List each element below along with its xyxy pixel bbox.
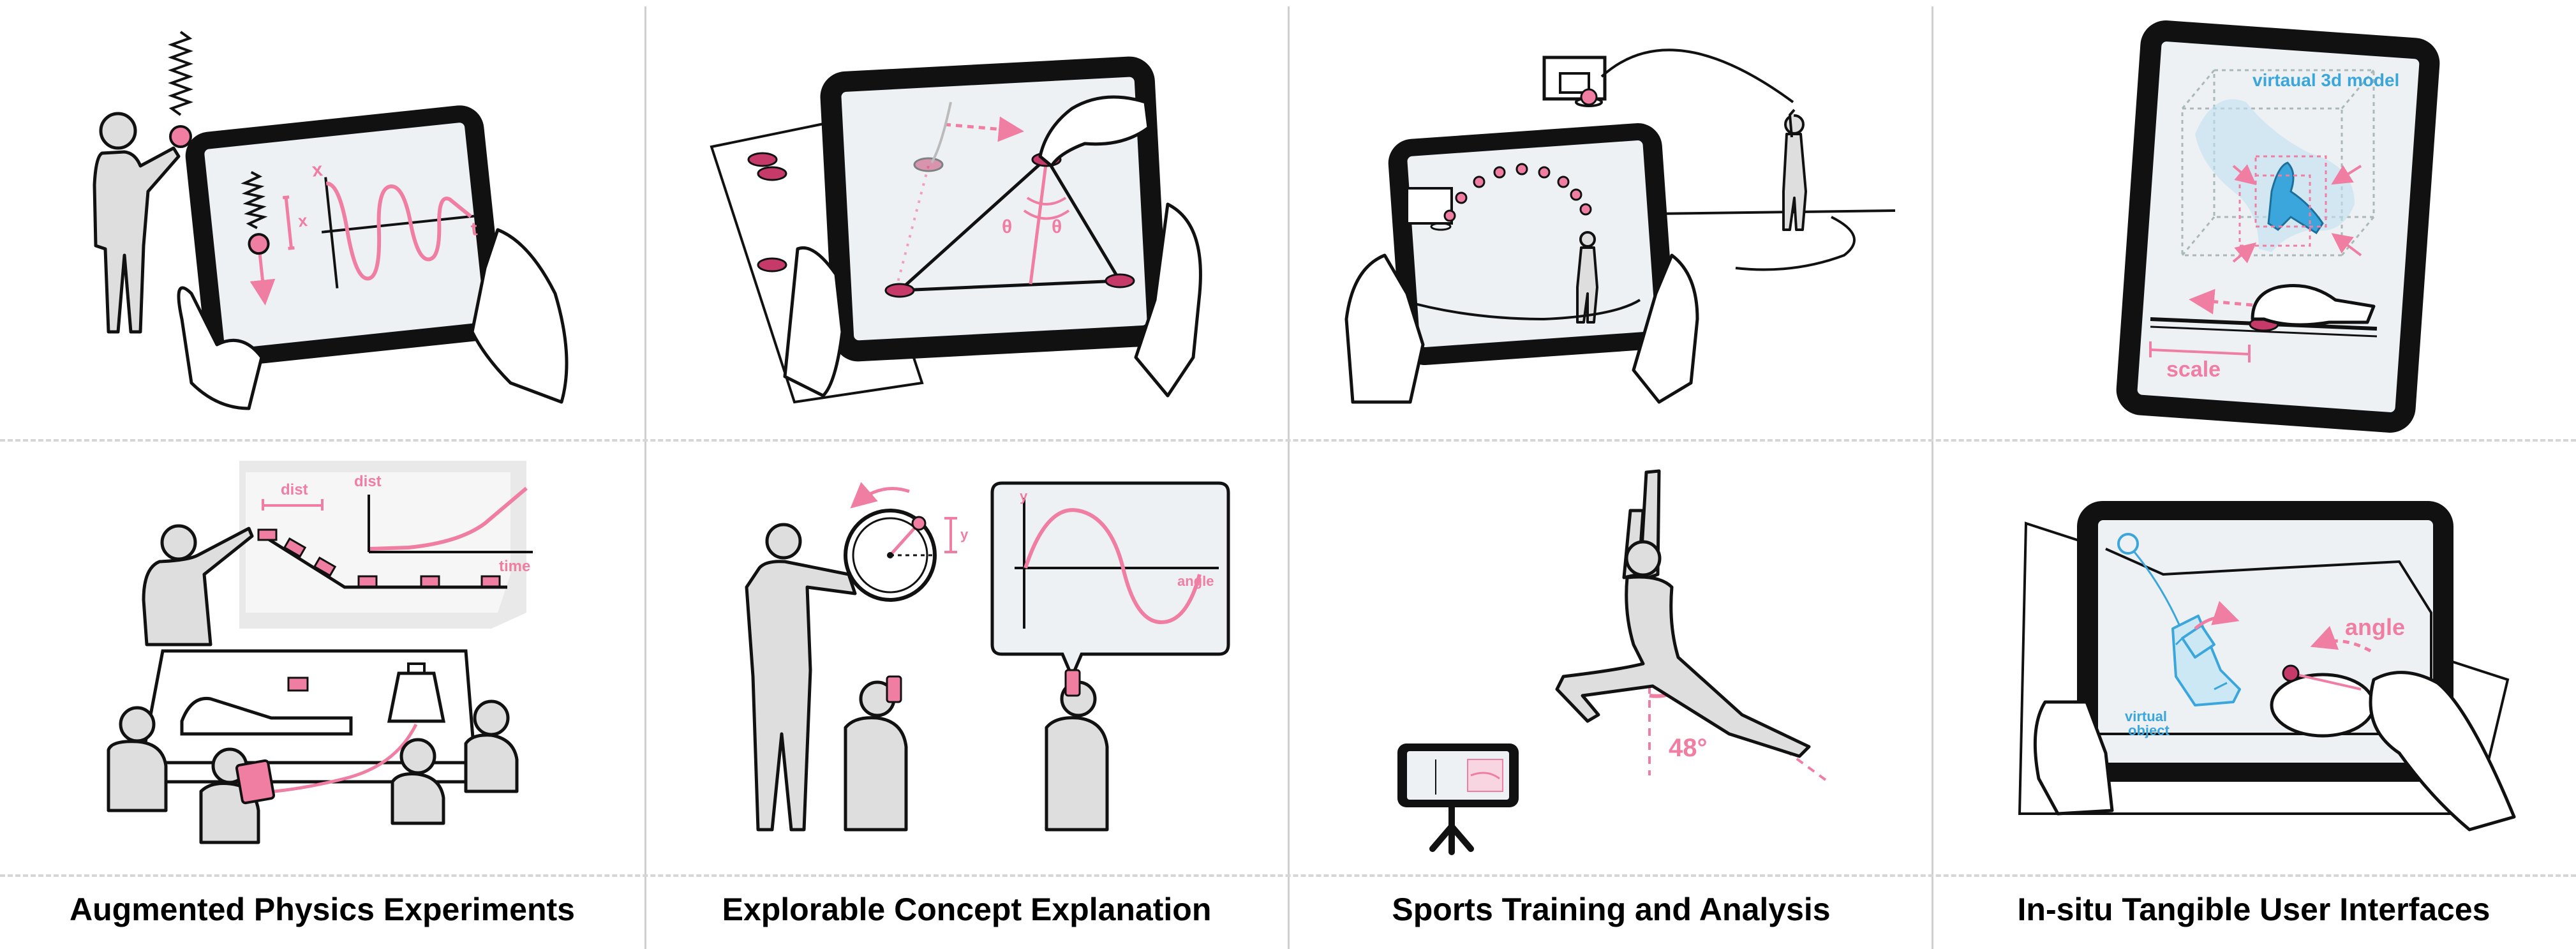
object-label: object: [2128, 722, 2170, 738]
dist-axis-label: dist: [354, 473, 382, 490]
tui-angle-scene: virtual object angle: [2018, 501, 2516, 832]
angle-label: angle: [1177, 573, 1214, 589]
angle-readout: 48°: [1669, 734, 1708, 762]
caption-sports: Sports Training and Analysis: [1392, 892, 1831, 927]
people: [745, 523, 1109, 832]
hands: [2033, 671, 2516, 832]
time-axis-label: time: [499, 558, 530, 575]
concept-wheel-scene: y y angle: [745, 481, 1230, 832]
caption-tui: In-situ Tangible User Interfaces: [2017, 892, 2490, 927]
bubble-y-label: y: [1020, 488, 1028, 504]
hand: [2251, 284, 2376, 327]
physics-ramp-scene: dist time dist: [107, 461, 533, 844]
yoga-person: [1555, 469, 1811, 758]
person-figure: [93, 112, 181, 334]
dist-label: dist: [281, 481, 308, 498]
column-divider: [644, 6, 646, 949]
hands: [783, 95, 1202, 398]
tui-3d-model-scene: virtaual 3d model scale: [2116, 20, 2440, 433]
t-axis-label: t: [470, 218, 478, 240]
tablet: [185, 105, 504, 367]
virtual-model-label: virtaual 3d model: [2252, 70, 2399, 90]
caption-divider: [0, 874, 2576, 877]
concept-triangle-scene: θ θ: [710, 56, 1202, 404]
hands: [1344, 253, 1699, 404]
illustrations: x x t dist time dist: [93, 20, 2516, 855]
caption-concept: Explorable Concept Explanation: [722, 892, 1212, 927]
sports-basketball-scene: [1344, 49, 1896, 404]
y-label: y: [960, 527, 969, 542]
spring-mass: [169, 125, 192, 148]
angle-label: angle: [2345, 614, 2405, 640]
theta-label-left: θ: [1002, 216, 1012, 237]
screen-content: x x t: [241, 159, 479, 306]
physics-spring-scene: x x t: [93, 31, 569, 410]
x-label: x: [297, 211, 309, 230]
theta-label-right: θ: [1052, 216, 1062, 237]
sports-yoga-scene: 48°: [1397, 469, 1829, 855]
column-divider: [1288, 6, 1290, 949]
scale-label: scale: [2166, 357, 2221, 382]
row-divider: [0, 439, 2576, 442]
hands: [177, 228, 569, 410]
spring: [168, 31, 193, 116]
x-axis-label: x: [311, 159, 324, 181]
virtual-label: virtual: [2125, 708, 2167, 724]
presenter-figure: [142, 524, 254, 646]
caption-physics: Augmented Physics Experiments: [70, 892, 575, 927]
column-divider: [1932, 6, 1933, 949]
